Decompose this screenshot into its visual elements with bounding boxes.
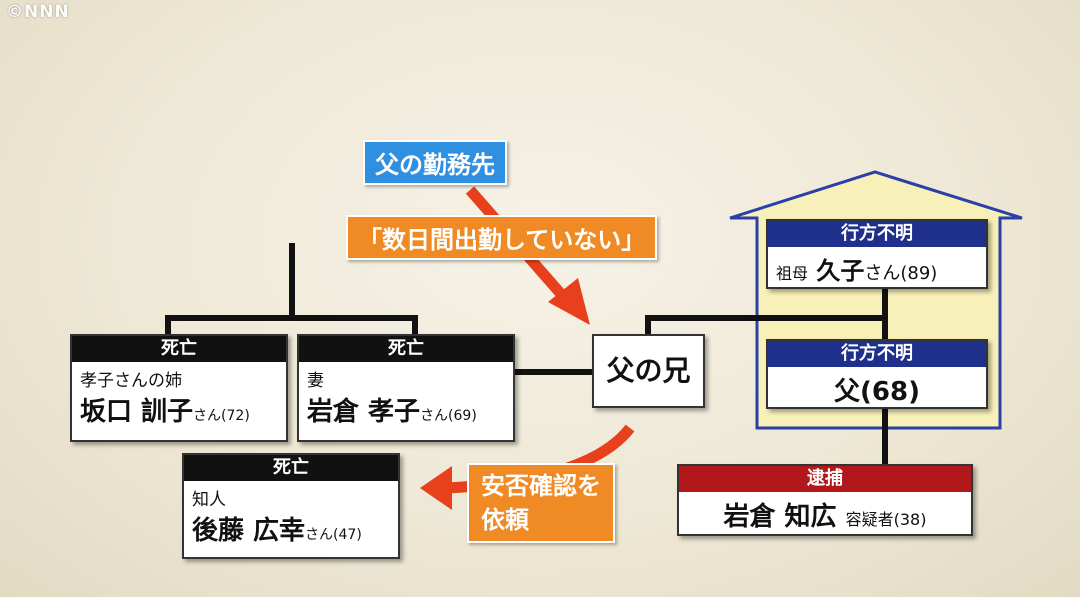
status-badge: 行方不明 bbox=[768, 221, 986, 247]
person-name: 父(68) bbox=[834, 377, 920, 407]
arrow-employer-head bbox=[548, 278, 590, 325]
status-badge: 死亡 bbox=[299, 336, 513, 362]
person-name: 坂口 訓子さん(72) bbox=[80, 397, 250, 427]
person-name: 岩倉 孝子さん(69) bbox=[307, 397, 477, 427]
person-name: 岩倉 知広 容疑者(38) bbox=[723, 502, 927, 532]
watermark-logo: ©NNN bbox=[6, 2, 70, 22]
person-box-suspect: 逮捕 岩倉 知広 容疑者(38) bbox=[677, 464, 973, 536]
person-box-father: 行方不明 父(68) bbox=[766, 339, 988, 409]
person-name: 後藤 広幸さん(47) bbox=[192, 516, 362, 546]
status-badge: 死亡 bbox=[184, 455, 398, 481]
father-brother-box: 父の兄 bbox=[592, 334, 705, 408]
person-box-grandmother: 行方不明 祖母 久子さん(89) bbox=[766, 219, 988, 289]
status-badge: 死亡 bbox=[72, 336, 286, 362]
person-box-wife: 死亡 妻 岩倉 孝子さん(69) bbox=[297, 334, 515, 442]
relation-label: 妻 bbox=[307, 371, 324, 391]
person-box-acquaintance: 死亡 知人 後藤 広幸さん(47) bbox=[182, 453, 400, 559]
arrow-request-head bbox=[420, 466, 452, 510]
safety-request-label: 安否確認を 依頼 bbox=[467, 463, 615, 543]
status-badge: 行方不明 bbox=[768, 341, 986, 367]
employer-label: 父の勤務先 bbox=[363, 140, 507, 185]
relation-label: 知人 bbox=[192, 490, 226, 510]
person-box-sister: 死亡 孝子さんの姉 坂口 訓子さん(72) bbox=[70, 334, 288, 442]
employer-quote-label: 「数日間出勤していない」 bbox=[346, 215, 658, 260]
person-name: 祖母 久子さん(89) bbox=[776, 257, 938, 285]
relation-label: 孝子さんの姉 bbox=[80, 371, 182, 391]
status-badge: 逮捕 bbox=[679, 466, 971, 492]
